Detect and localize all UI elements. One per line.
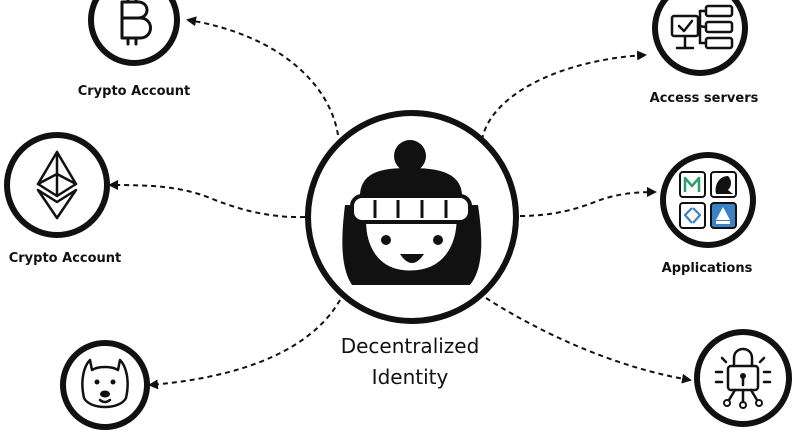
node-dogecoin xyxy=(60,340,150,430)
node-ethereum-label: Crypto Account xyxy=(9,251,122,266)
bitcoin-ring xyxy=(88,0,180,66)
connector-applications xyxy=(519,187,657,217)
connector-dogecoin xyxy=(148,299,341,390)
connector-lock xyxy=(485,297,692,384)
beanie-avatar-icon xyxy=(342,140,482,285)
center-node xyxy=(305,110,519,324)
node-servers-label: Access servers xyxy=(650,91,759,106)
node-applications-label: Applications xyxy=(662,261,753,276)
connector-ethereum xyxy=(108,180,306,219)
node-bitcoin xyxy=(88,0,180,66)
servers-icon xyxy=(670,4,734,50)
center-title-line2: Identity xyxy=(372,365,449,389)
connector-servers xyxy=(481,50,647,141)
node-ethereum xyxy=(4,132,110,238)
applications-ring xyxy=(660,152,756,248)
node-bitcoin-label: Crypto Account xyxy=(78,84,191,99)
ethereum-icon xyxy=(36,150,78,220)
dogecoin-icon xyxy=(81,358,129,409)
secure-lock-icon xyxy=(714,347,772,409)
center-title-line1: Decentralized xyxy=(341,334,480,358)
connector-bitcoin xyxy=(186,16,339,136)
node-lock xyxy=(694,329,792,427)
bitcoin-icon xyxy=(120,0,152,46)
node-servers xyxy=(652,0,748,76)
applications-icon xyxy=(679,171,737,229)
dogecoin-ring xyxy=(60,340,150,430)
node-applications xyxy=(660,152,756,248)
